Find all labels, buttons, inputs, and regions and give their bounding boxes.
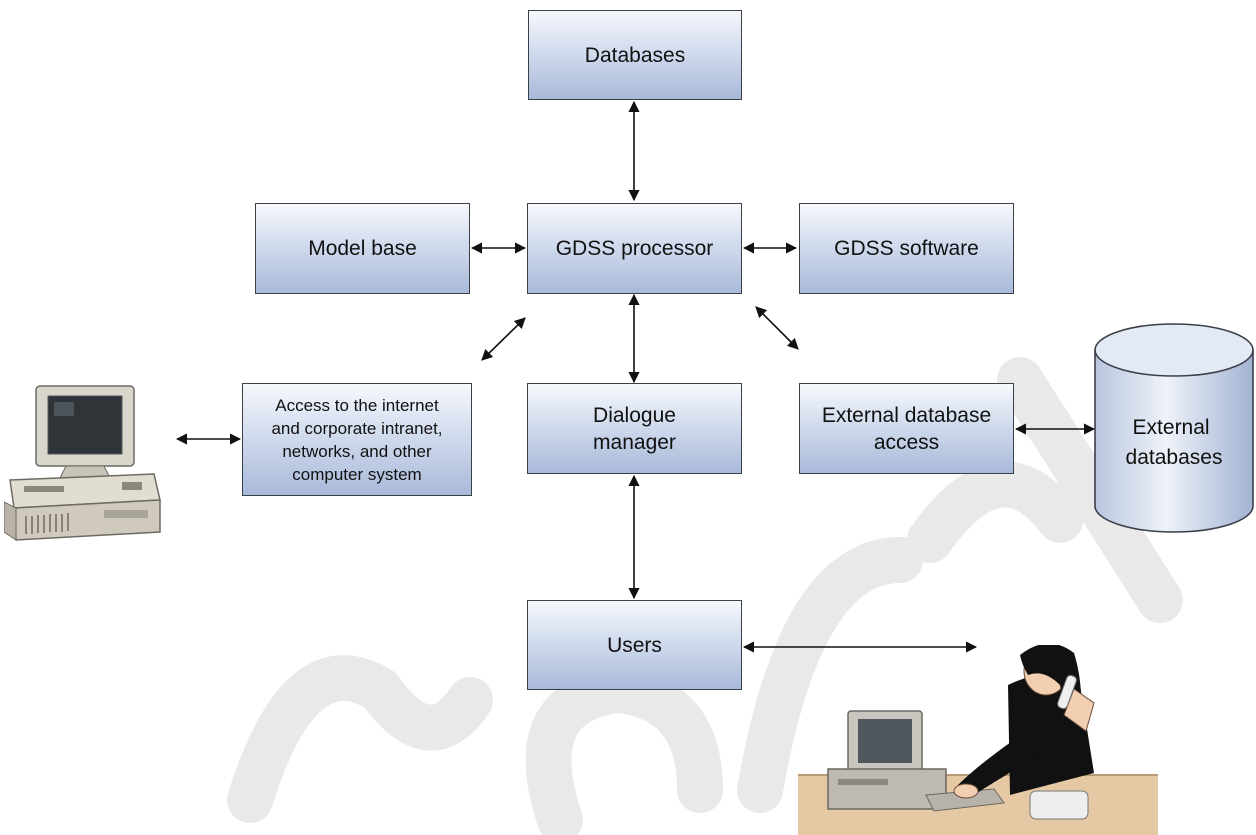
access-internet-box: Access to the internet and corporate int… [242,383,472,496]
users-box: Users [527,600,742,690]
databases-box: Databases [528,10,742,100]
external-databases-cylinder: External databases [1094,323,1254,533]
gdss-processor-box: GDSS processor [527,203,742,294]
users-label: Users [607,633,662,657]
gdss-processor-label: GDSS processor [555,237,714,260]
dialogue-manager-box: Dialogue manager [527,383,742,474]
external-databases-label: External databases [1126,416,1223,469]
external-db-access-label: External database access [821,403,992,454]
access-internet-label: Access to the internet and corporate int… [271,395,443,484]
user-at-workstation-icon [798,645,1158,835]
arrow-processor-externalaccess [755,306,799,350]
gdss-software-label: GDSS software [834,237,979,260]
dialogue-manager-label: Dialogue manager [593,403,676,454]
model-base-label: Model base [308,237,417,260]
model-base-box: Model base [255,203,470,294]
arrow-processor-access [481,317,526,361]
databases-label: Databases [584,43,686,67]
external-db-access-box: External database access [799,383,1014,474]
gdss-software-box: GDSS software [799,203,1014,294]
desktop-computer-icon [4,385,161,541]
